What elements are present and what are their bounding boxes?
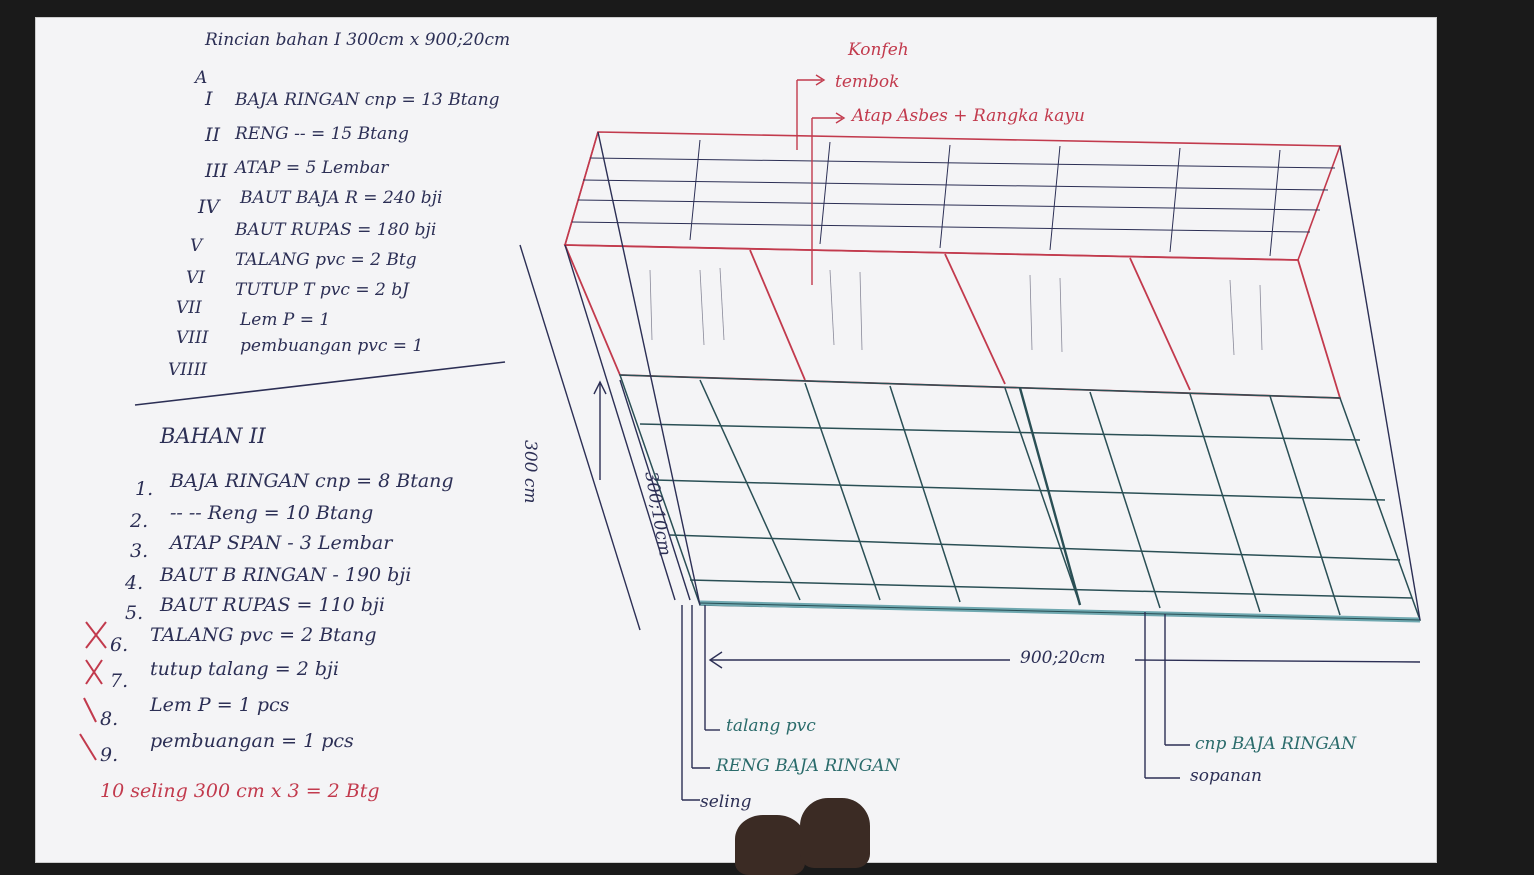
- list-item-num: V: [190, 236, 203, 256]
- dim-width: 900;20cm: [1020, 648, 1106, 668]
- list-item-num: VIIII: [168, 360, 208, 380]
- list-item-num: VI: [186, 268, 205, 288]
- list-item-num: 7.: [110, 670, 129, 692]
- list-item-num: II: [205, 124, 221, 146]
- label-reng: RENG BAJA RINGAN: [716, 756, 900, 776]
- list-item-num: 4.: [125, 572, 144, 594]
- list-item: BAJA RINGAN cnp = 8 Btang: [170, 470, 454, 492]
- list-item-num: IV: [198, 196, 220, 218]
- list-item: pembuangan = 1 pcs: [150, 730, 354, 752]
- list-item: ATAP = 5 Lembar: [235, 158, 389, 178]
- list-item: BAUT RUPAS = 180 bji: [235, 220, 437, 240]
- list-item: Lem P = 1: [240, 310, 331, 330]
- list-item: Lem P = 1 pcs: [150, 694, 290, 716]
- section-b-extra: 10 seling 300 cm x 3 = 2 Btg: [100, 780, 380, 802]
- list-item: -- -- Reng = 10 Btang: [170, 502, 374, 524]
- list-item: BAJA RINGAN cnp = 13 Btang: [235, 90, 500, 110]
- label-cnp: cnp BAJA RINGAN: [1195, 734, 1357, 754]
- finger-right: [800, 798, 870, 868]
- list-item-num: 5.: [125, 602, 144, 624]
- dim-height: 300 cm: [520, 440, 540, 504]
- label-konfeh: Konfeh: [848, 40, 909, 60]
- label-atap: Atap Asbes + Rangka kayu: [852, 106, 1085, 126]
- label-sopanan: sopanan: [1190, 766, 1263, 786]
- list-item: pembuangan pvc = 1: [240, 336, 424, 356]
- section-b-title: BAHAN II: [160, 424, 266, 448]
- list-item: RENG -- = 15 Btang: [235, 124, 409, 144]
- label-tembok: tembok: [835, 72, 900, 92]
- list-item: BAUT BAJA R = 240 bji: [240, 188, 443, 208]
- list-item-num: VIII: [176, 328, 209, 348]
- section-a-label: A: [195, 68, 208, 88]
- list-item: ATAP SPAN - 3 Lembar: [170, 532, 393, 554]
- list-item: BAUT B RINGAN - 190 bji: [160, 564, 412, 586]
- list-item-num: 2.: [130, 510, 149, 532]
- list-item-num: 3.: [130, 540, 149, 562]
- list-item-num: 9.: [100, 744, 119, 766]
- label-seling: seling: [700, 792, 752, 812]
- paper-sheet: [36, 18, 1436, 862]
- list-item-num: 8.: [100, 708, 119, 730]
- list-item: TALANG pvc = 2 Btang: [150, 624, 377, 646]
- header-title: Rincian bahan I 300cm x 900;20cm: [205, 30, 511, 50]
- list-item: TALANG pvc = 2 Btg: [235, 250, 417, 270]
- list-item-num: VII: [176, 298, 202, 318]
- list-item-num: 1.: [135, 478, 154, 500]
- label-talang: talang pvc: [726, 716, 816, 736]
- list-item-num: I: [205, 88, 213, 110]
- list-item-num: III: [205, 160, 228, 182]
- list-item: TUTUP T pvc = 2 bJ: [235, 280, 409, 300]
- list-item-num: 6.: [110, 634, 129, 656]
- list-item: tutup talang = 2 bji: [150, 658, 339, 680]
- finger-left: [735, 815, 805, 875]
- list-item: BAUT RUPAS = 110 bji: [160, 594, 385, 616]
